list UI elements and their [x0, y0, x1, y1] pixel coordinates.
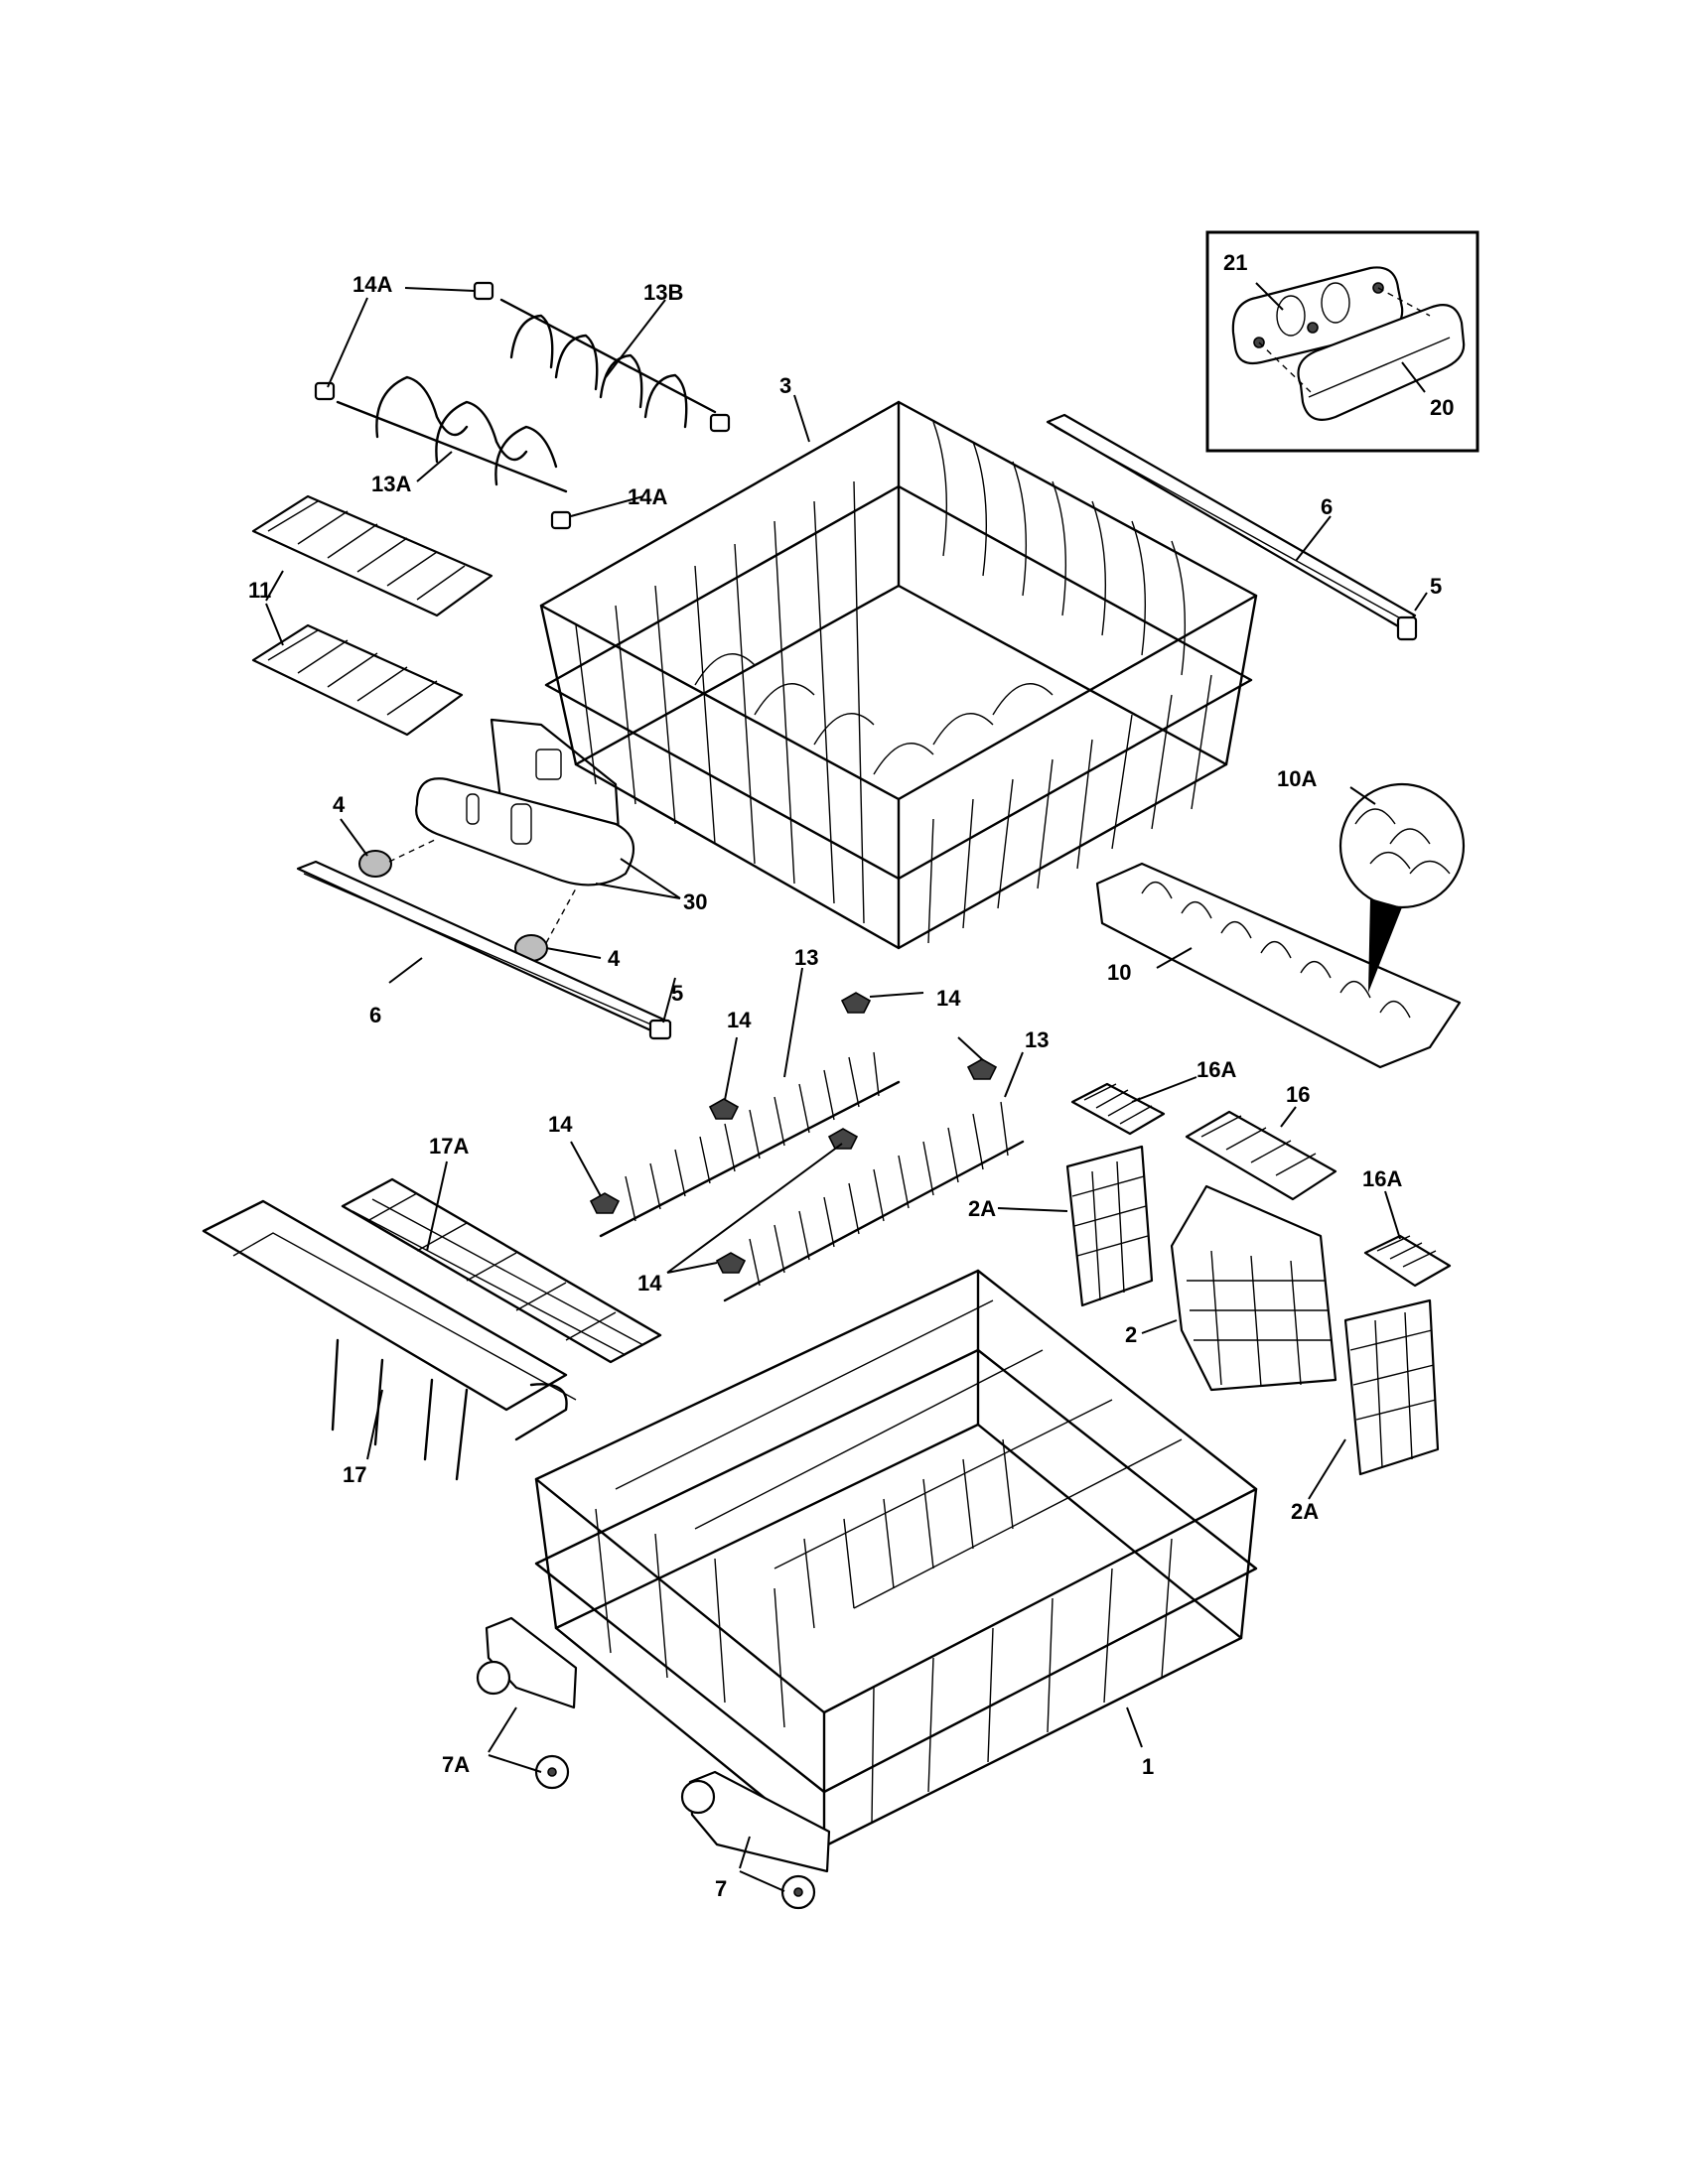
callout-17: 17 [343, 1462, 366, 1487]
part-1-lower-rack [534, 1269, 1258, 1848]
callout-14-c: 14 [548, 1112, 573, 1137]
part-4-rollers [358, 850, 548, 962]
part-10A-detail-magnifier [1338, 782, 1466, 993]
callout-16: 16 [1286, 1082, 1310, 1107]
part-3-upper-rack [539, 400, 1258, 950]
part-7-wheel-carrier [680, 1770, 831, 1910]
callout-6-left: 6 [369, 1003, 381, 1027]
callout-13-left: 13 [794, 945, 818, 970]
part-11-cup-shelves [251, 494, 493, 737]
part-21-handle-bracket [1231, 266, 1404, 365]
part-17A-wire-shelf [341, 1177, 662, 1364]
part-7A-wheel-carrier [476, 1616, 578, 1790]
callout-14-b: 14 [936, 986, 961, 1011]
callout-labels: 14A 13B 3 13A 14A 11 6 5 21 20 4 30 4 6 … [248, 250, 1454, 1901]
callout-4-bottom: 4 [608, 946, 621, 971]
callout-16A-top: 16A [1196, 1057, 1236, 1082]
callout-5-right: 5 [1430, 574, 1442, 599]
callout-14-d: 14 [637, 1271, 662, 1296]
callout-20: 20 [1430, 395, 1454, 420]
part-2A-small-basket-top [1065, 1145, 1154, 1307]
part-6-rail-right [1046, 413, 1417, 629]
part-13-tine-row-right [723, 1101, 1025, 1302]
callout-30: 30 [683, 889, 707, 914]
callout-21: 21 [1223, 250, 1247, 275]
callout-16A-right: 16A [1362, 1166, 1402, 1191]
part-16A-cover-right [1363, 1234, 1452, 1288]
callout-10: 10 [1107, 960, 1131, 985]
callout-13A: 13A [371, 472, 411, 496]
callout-13B: 13B [643, 280, 683, 305]
callout-1: 1 [1142, 1754, 1154, 1779]
leader-lines [265, 282, 1428, 1892]
part-14A-caps [314, 281, 731, 530]
part-30-rack-bracket [415, 718, 635, 887]
part-13B-tine-rack [499, 298, 717, 429]
part-17-wire-shelf [202, 1199, 577, 1481]
part-5-end-cap-left [648, 1019, 672, 1040]
part-20-handle-cover [1297, 304, 1466, 421]
callout-2: 2 [1125, 1322, 1137, 1347]
part-2-main-basket [1170, 1184, 1337, 1392]
callout-2A-bottom: 2A [1291, 1499, 1319, 1524]
callout-6-right: 6 [1321, 494, 1333, 519]
callout-14A-mid: 14A [628, 484, 667, 509]
part-16A-cover-top [1070, 1082, 1166, 1136]
part-13A-tine-rack [336, 375, 568, 493]
part-5-end-cap-right [1396, 615, 1418, 641]
callout-14-a: 14 [727, 1008, 752, 1032]
part-2A-small-basket-bottom [1343, 1298, 1440, 1476]
callout-13-right: 13 [1025, 1027, 1049, 1052]
callout-2A-top: 2A [968, 1196, 996, 1221]
inset-box [1205, 230, 1479, 453]
part-10-fold-down-tines [1095, 862, 1462, 1069]
part-16-basket-cover [1185, 1110, 1337, 1201]
callout-14A-top: 14A [352, 272, 392, 297]
callout-10A: 10A [1277, 766, 1317, 791]
callout-3: 3 [779, 373, 791, 398]
part-13-tine-row-left [599, 1051, 901, 1238]
callout-5-left: 5 [671, 981, 683, 1006]
callout-11: 11 [248, 578, 271, 603]
callout-17A: 17A [429, 1134, 469, 1159]
part-14-tine-clips [589, 992, 998, 1274]
callout-7: 7 [715, 1876, 727, 1901]
callout-4-top: 4 [333, 792, 346, 817]
callout-7A: 7A [442, 1752, 470, 1777]
